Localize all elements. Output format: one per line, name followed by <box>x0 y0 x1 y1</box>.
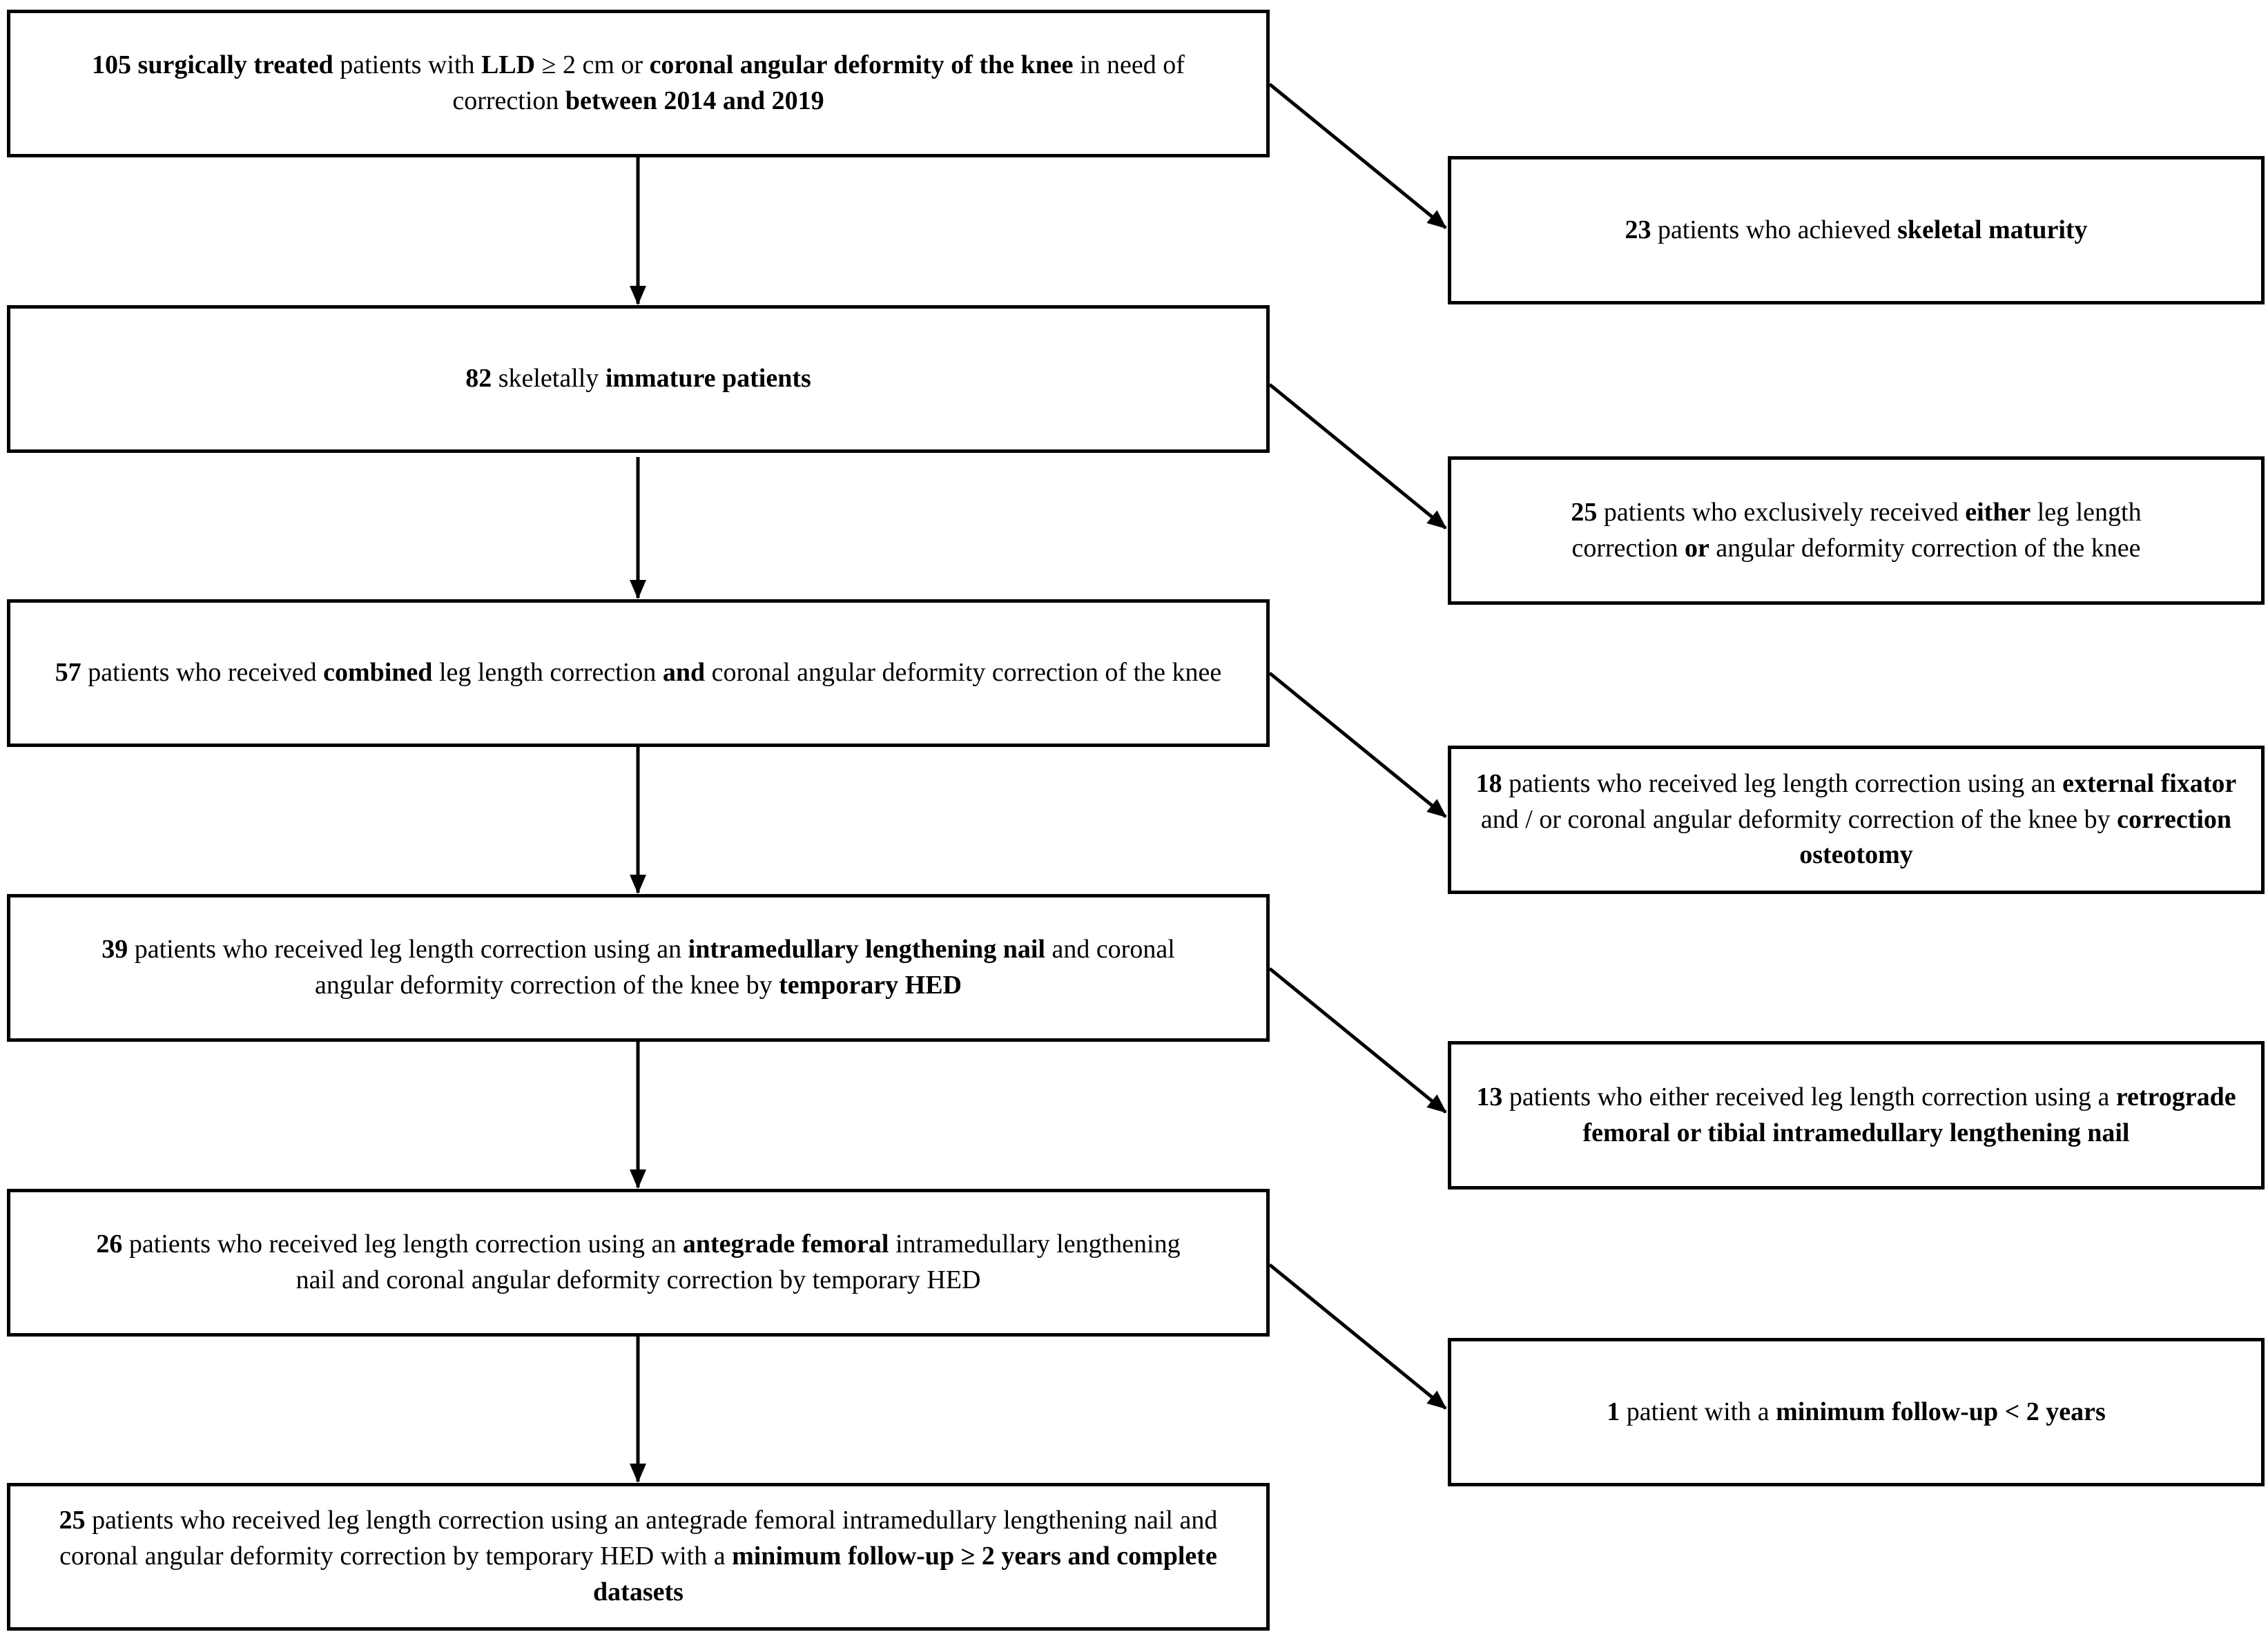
emphasized-text: 25 <box>59 1506 86 1535</box>
box-text: 23 patients who achieved skeletal maturi… <box>1625 213 2087 249</box>
emphasized-text: skeletal maturity <box>1897 215 2088 244</box>
emphasized-text: or <box>1685 533 1709 563</box>
emphasized-text: 57 <box>55 658 81 688</box>
emphasized-text: external fixator <box>2062 768 2237 798</box>
box-text: 105 surgically treated patients with LLD… <box>55 48 1222 119</box>
box-text: 82 skeletally immature patients <box>465 361 811 397</box>
exclusion-box-retrograde-nail: 13 patients who either received leg leng… <box>1448 1041 2265 1190</box>
exclusion-box-external-fixator: 18 patients who received leg length corr… <box>1448 746 2265 894</box>
text-run: and coronal angular deformity correction… <box>314 935 1175 1000</box>
text-run: in need of correction <box>452 50 1185 115</box>
text-run: patients who either received leg length … <box>1502 1082 2116 1111</box>
emphasized-text: minimum follow-up ≥ 2 years and complete… <box>593 1542 1217 1606</box>
box-text: 25 patients who received leg length corr… <box>59 1503 1218 1610</box>
text-run: and / or coronal angular deformity corre… <box>1480 804 2117 834</box>
emphasized-text: coronal angular deformity of the knee <box>649 50 1074 80</box>
text-run: patient with a <box>1620 1397 1776 1426</box>
text-run: patients who achieved <box>1651 215 1898 244</box>
text-run: patients who received <box>81 658 324 688</box>
text-run: patients who received leg length correct… <box>59 1506 1218 1571</box>
emphasized-text: intramedullary lengthening nail <box>688 935 1045 964</box>
text-run: leg length correction <box>1571 497 2142 563</box>
emphasized-text: between 2014 and 2019 <box>565 86 824 115</box>
emphasized-text: temporary HED <box>779 971 962 1000</box>
text-run: patients who received leg length correct… <box>128 935 688 964</box>
emphasized-text: 23 <box>1625 215 1651 244</box>
main-box-antegrade-femoral: 26 patients who received leg length corr… <box>7 1189 1270 1337</box>
exclusion-arrow <box>1268 967 1447 1114</box>
text-run: patients who received leg length correct… <box>1502 768 2063 798</box>
text-run: leg length correction <box>432 658 663 688</box>
exclusion-arrow <box>1268 1263 1447 1410</box>
text-run: angular deformity correction of the knee <box>1709 533 2141 563</box>
emphasized-text: either <box>1965 497 2031 527</box>
text-run: ≥ 2 cm or <box>535 50 650 80</box>
exclusion-box-skeletal-maturity: 23 patients who achieved skeletal maturi… <box>1448 156 2265 304</box>
emphasized-text: and <box>662 658 706 688</box>
exclusion-arrow <box>1268 83 1447 229</box>
emphasized-text: 105 surgically treated <box>92 50 333 80</box>
text-run: skeletally <box>492 364 605 394</box>
text-run: patients who exclusively received <box>1597 497 1966 527</box>
emphasized-text: 25 <box>1571 497 1598 527</box>
text-run: patients with <box>333 50 481 80</box>
box-text: 25 patients who exclusively received eit… <box>1520 495 2192 566</box>
emphasized-text: 82 <box>465 364 492 394</box>
text-run: coronal angular deformity correction of … <box>705 658 1222 688</box>
emphasized-text: LLD <box>481 50 536 80</box>
main-box-total-patients: 105 surgically treated patients with LLD… <box>7 10 1270 157</box>
emphasized-text: 18 <box>1475 768 1502 798</box>
exclusion-arrow <box>1268 383 1447 530</box>
emphasized-text: 13 <box>1476 1082 1503 1111</box>
emphasized-text: 26 <box>96 1230 123 1259</box>
box-text: 57 patients who received combined leg le… <box>55 655 1221 691</box>
main-box-final-cohort: 25 patients who received leg length corr… <box>7 1483 1270 1631</box>
main-box-intramedullary-nail: 39 patients who received leg length corr… <box>7 894 1270 1042</box>
emphasized-text: correction osteotomy <box>1799 804 2232 870</box>
box-text: 1 patient with a minimum follow-up < 2 y… <box>1607 1395 2106 1430</box>
emphasized-text: retrograde femoral or tibial intramedull… <box>1582 1082 2236 1147</box>
text-run: intramedullary lengthening nail and coro… <box>295 1230 1181 1294</box>
exclusion-arrow <box>1268 672 1447 818</box>
emphasized-text: 39 <box>101 935 128 964</box>
emphasized-text: 1 <box>1607 1397 1620 1426</box>
main-box-combined-correction: 57 patients who received combined leg le… <box>7 599 1270 747</box>
exclusion-box-single-correction: 25 patients who exclusively received eit… <box>1448 456 2265 605</box>
main-box-immature-patients: 82 skeletally immature patients <box>7 305 1270 453</box>
box-text: 18 patients who received leg length corr… <box>1472 766 2240 873</box>
box-text: 26 patients who received leg length corr… <box>86 1227 1190 1298</box>
emphasized-text: antegrade femoral <box>682 1230 889 1259</box>
box-text: 13 patients who either received leg leng… <box>1468 1080 2245 1151</box>
emphasized-text: combined <box>323 658 433 688</box>
emphasized-text: minimum follow-up < 2 years <box>1776 1397 2106 1426</box>
text-run: patients who received leg length correct… <box>122 1230 683 1259</box>
emphasized-text: immature patients <box>605 364 811 394</box>
box-text: 39 patients who received leg length corr… <box>66 932 1211 1003</box>
exclusion-box-short-follow-up: 1 patient with a minimum follow-up < 2 y… <box>1448 1338 2265 1486</box>
